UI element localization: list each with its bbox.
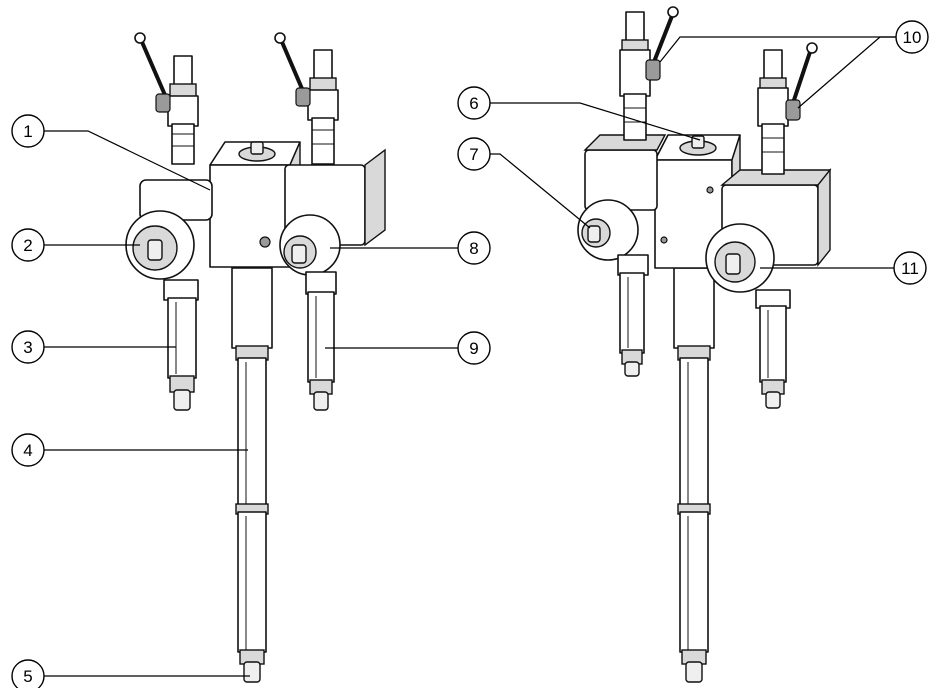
callout-1: 1: [11, 114, 45, 148]
callout-10: 10: [895, 20, 929, 54]
left-main-pump-tube: [231, 267, 273, 683]
left-aux-valve: [134, 32, 199, 165]
callout-6-label: 6: [469, 94, 478, 113]
right-aux-valve: [274, 32, 339, 165]
callout-1-label: 1: [23, 122, 32, 141]
leader-lines: [44, 36, 896, 677]
callout-10-label: 10: [903, 28, 922, 47]
callout-2: 2: [11, 228, 45, 262]
front-aux-pump: [705, 168, 832, 409]
right-aux-pump: [279, 148, 386, 411]
callout-11-label: 11: [901, 259, 919, 278]
callout-8-label: 8: [469, 239, 478, 258]
callout-7: 7: [457, 137, 491, 171]
rear-aux-pump: [577, 134, 667, 377]
callout-4-label: 4: [23, 441, 32, 460]
callout-7-label: 7: [469, 145, 478, 164]
callout-8: 8: [457, 231, 491, 265]
callout-5-label: 5: [23, 667, 32, 686]
callout-6: 6: [457, 86, 491, 120]
left-aux-pump: [125, 179, 213, 411]
callout-2-label: 2: [23, 236, 32, 255]
right-manifold-block: [654, 134, 741, 269]
left-pump-assembly: [125, 32, 386, 683]
front-valve: [757, 42, 818, 175]
callout-5: 5: [11, 659, 45, 688]
callout-11: 11: [893, 251, 927, 285]
callout-4: 4: [11, 433, 45, 467]
callout-3-label: 3: [23, 338, 32, 357]
callout-9-label: 9: [469, 339, 478, 358]
right-main-pump-tube: [673, 267, 715, 683]
callout-9: 9: [457, 331, 491, 365]
callout-3: 3: [11, 330, 45, 364]
right-pump-assembly: [577, 6, 832, 683]
rear-valve: [619, 6, 679, 141]
